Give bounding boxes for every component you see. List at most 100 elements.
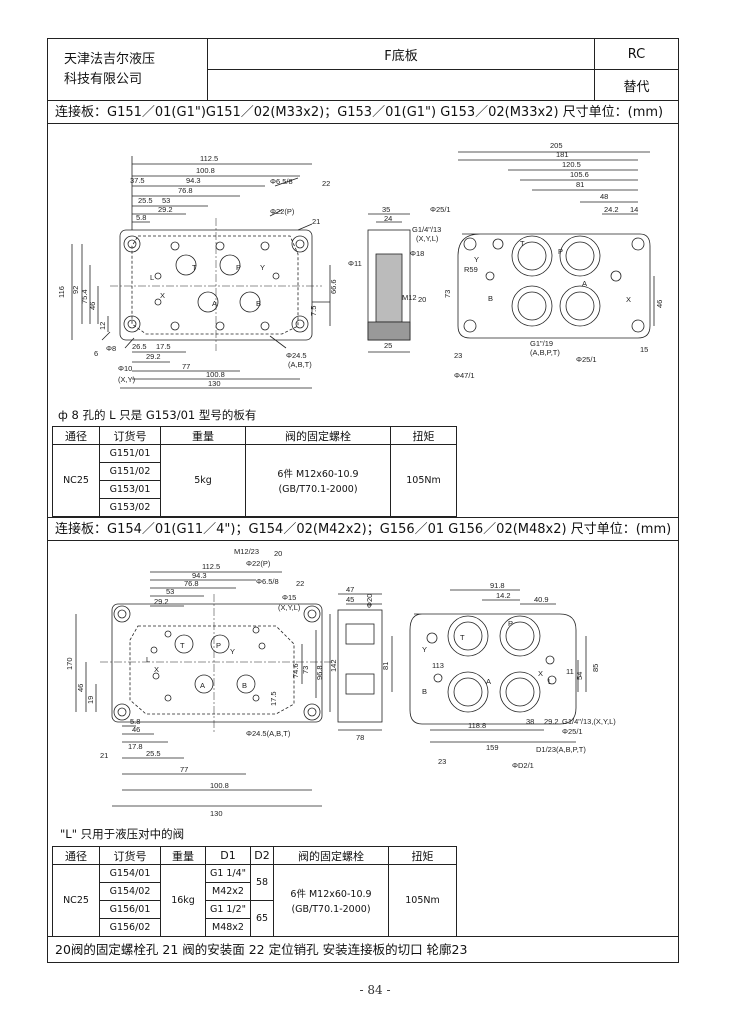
callout-21: 21 (100, 751, 108, 760)
dim-label: 38 (526, 717, 534, 726)
port-Y: Y (230, 647, 235, 656)
dim-label: 100.8 (210, 781, 229, 790)
dim-label: 12 (98, 322, 107, 330)
th-order: 订货号 (99, 846, 161, 865)
dim-label: 100.8 (196, 166, 215, 175)
weight-cell: 5kg (160, 444, 246, 517)
s1-front-view (71, 156, 331, 389)
dim-label: 54 (575, 672, 584, 680)
section2-note: "L" 只用于液压对中的阀 (60, 827, 185, 841)
callout-22: 22 (296, 579, 304, 588)
dim-label: 5.8 (130, 717, 140, 726)
bolt-line-1: 6件 M12x60-10.9 (277, 469, 359, 480)
port-X: X (154, 665, 159, 674)
d1-value: M48x2 (205, 918, 251, 937)
dim-label: Φ25/1 (576, 355, 597, 364)
port-Y: Y (422, 645, 427, 654)
callout-21: 21 (312, 217, 320, 226)
dim-label: 25.5 (146, 749, 161, 758)
order-number: G156/01 (99, 900, 161, 919)
dim-label: M12/23 (234, 547, 259, 556)
dim-label: 76.8 (184, 579, 199, 588)
section2-drawing: M12/23 20 Φ22(P) Φ6.5/8 22 Φ15 (X,Y,L) 1… (65, 547, 616, 818)
callout-23: 23 (454, 351, 462, 360)
size-cell: NC25 (52, 864, 100, 937)
callout-20: 20 (274, 549, 282, 558)
th-torque: 扭矩 (388, 846, 457, 865)
dim-label: 73 (301, 666, 310, 674)
s2-bottom-view (391, 589, 587, 743)
dim-label: 77 (182, 362, 190, 371)
port-B: B (242, 681, 247, 690)
dim-label: 100.8 (206, 370, 225, 379)
th-bolt: 阀的固定螺栓 (245, 426, 391, 445)
th-size: 通径 (52, 426, 100, 445)
dim-label: 17.5 (269, 691, 278, 706)
port-T: T (180, 641, 185, 650)
dim-label: Φ22(P) (270, 207, 295, 216)
port-X: X (538, 669, 543, 678)
dim-label: 75.4 (80, 289, 89, 304)
dim-label: 53 (162, 196, 170, 205)
section1-spec-table: 通径 订货号 重量 阀的固定螺栓 扭矩 NC25 G151/01 5kg 6件 … (52, 426, 457, 517)
dim-label: Φ22(P) (246, 559, 271, 568)
port-A: A (486, 677, 491, 686)
section2-heading: 连接板：G154／01(G11／4")；G154／02(M42x2)；G156／… (47, 517, 679, 541)
dim-label: 94.3 (192, 571, 207, 580)
bolt-cell: 6件 M12x60-10.9 (GB/T70.1-2000) (273, 864, 389, 937)
dim-label: 29.2 (158, 205, 173, 214)
dim-label: 14.2 (496, 591, 511, 600)
port-B: B (256, 299, 261, 308)
dim-label: 85 (591, 664, 600, 672)
dim-label: Φ11 (348, 259, 362, 268)
company-name: 天津法吉尔液压 科技有限公司 (47, 38, 208, 101)
d2-value: 65 (250, 900, 274, 937)
dim-label: 46 (76, 684, 85, 692)
page-number: - 84 - (359, 983, 391, 997)
port-T: T (520, 239, 525, 248)
dim-label: G1/4"/13,(X,Y,L) (562, 717, 616, 726)
port-X: X (160, 291, 165, 300)
s1-bottom-labels: 205 181 120.5 105.6 81 48 24.2 14 Φ25/1 … (412, 141, 664, 380)
dim-label: Φ10 (118, 364, 132, 373)
document-title: F底板 (207, 38, 595, 70)
dim-label: Φ25/1 (430, 205, 451, 214)
company-line-1: 天津法吉尔液压 (64, 51, 156, 67)
order-number: G153/01 (99, 480, 161, 499)
dim-label: 24 (384, 214, 392, 223)
bolt-line-1: 6件 M12x60-10.9 (290, 889, 372, 900)
port-Y: Y (260, 263, 265, 272)
dim-label: 113 (432, 661, 444, 670)
dim-label: 46 (88, 302, 97, 310)
s1-side-labels: 35 24 Φ11 Φ18 M12 20 25 (348, 205, 426, 350)
replace-label: 替代 (594, 69, 679, 101)
dim-label: 46 (132, 725, 140, 734)
th-bolt: 阀的固定螺栓 (273, 846, 389, 865)
dim-label: (A,B,P,T) (530, 348, 560, 357)
callout-20: 20 (418, 295, 426, 304)
dim-label: ΦD2/1 (512, 761, 534, 770)
d1-value: M42x2 (205, 882, 251, 901)
dim-label: 76.8 (178, 186, 193, 195)
bolt-cell: 6件 M12x60-10.9 (GB/T70.1-2000) (245, 444, 391, 517)
callout-6: 6 (94, 349, 98, 358)
dim-label: 81 (576, 180, 584, 189)
dim-label: D1/23(A,B,P,T) (536, 745, 586, 754)
dim-label: Φ20 (365, 594, 374, 608)
bolt-line-2: (GB/T70.1-2000) (291, 904, 371, 915)
dim-label: 74.6 (291, 663, 300, 678)
section1-note: ф 8 孔的 L 只是 G153/01 型号的板有 (58, 408, 257, 422)
dim-label: 19 (86, 696, 95, 704)
dim-label: 14 (630, 205, 638, 214)
dim-label: 11 (566, 667, 574, 676)
dim-label: 7.5 (309, 306, 318, 316)
dim-label: Φ25/1 (562, 727, 583, 736)
th-weight: 重量 (160, 426, 246, 445)
dim-label: 5.8 (136, 213, 146, 222)
dim-label: Φ6.5/8 (270, 177, 293, 186)
port-L: L (150, 273, 154, 282)
dim-label: 35 (382, 205, 390, 214)
section1-heading: 连接板：G151／01(G1")G151／02(M33x2)；G153／01(G… (47, 100, 679, 124)
dim-label: 142 (329, 659, 338, 672)
dim-label: 48 (600, 192, 608, 201)
